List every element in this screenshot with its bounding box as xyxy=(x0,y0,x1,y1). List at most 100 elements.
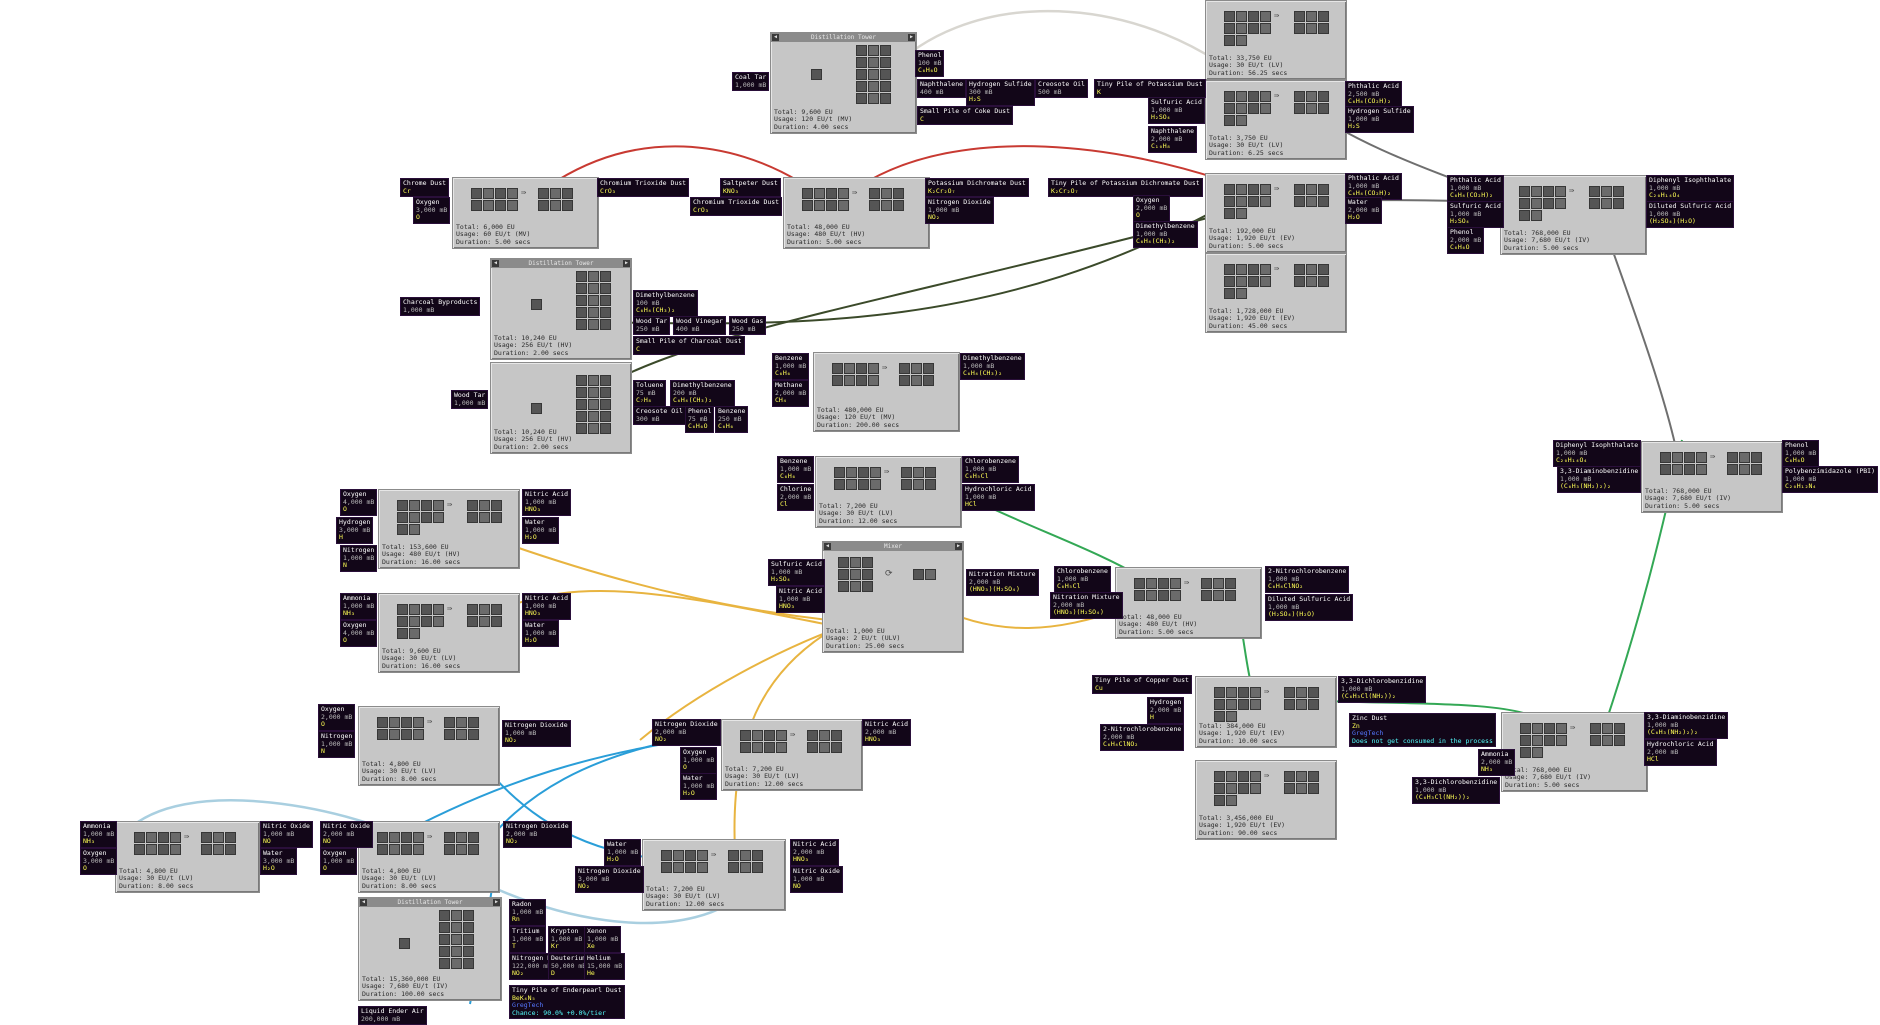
item-slot[interactable] xyxy=(463,922,474,933)
item-slot[interactable] xyxy=(433,512,444,523)
item-slot[interactable] xyxy=(471,200,482,211)
item-slot[interactable] xyxy=(1224,35,1235,46)
item-slot[interactable] xyxy=(576,319,587,330)
item-slot[interactable] xyxy=(468,844,479,855)
item-slot[interactable] xyxy=(868,375,879,386)
item-slot[interactable] xyxy=(1260,103,1271,114)
item-slot[interactable] xyxy=(870,467,881,478)
item-slot[interactable] xyxy=(467,604,478,615)
item-slot[interactable] xyxy=(471,188,482,199)
item-slot[interactable] xyxy=(507,200,518,211)
item-slot[interactable] xyxy=(146,832,157,843)
item-slot[interactable] xyxy=(1739,464,1750,475)
item-slot[interactable] xyxy=(588,399,599,410)
item-slot[interactable] xyxy=(600,387,611,398)
item-slot[interactable] xyxy=(433,604,444,615)
item-slot[interactable] xyxy=(413,832,424,843)
item-slot[interactable] xyxy=(1226,711,1237,722)
item-slot[interactable] xyxy=(1519,198,1530,209)
item-slot[interactable] xyxy=(1250,783,1261,794)
item-slot[interactable] xyxy=(1250,687,1261,698)
item-slot[interactable] xyxy=(409,616,420,627)
item-slot[interactable] xyxy=(467,500,478,511)
item-slot[interactable] xyxy=(1672,452,1683,463)
next-page-icon[interactable]: ▶ xyxy=(493,899,500,906)
item-slot[interactable] xyxy=(685,862,696,873)
item-slot[interactable] xyxy=(1236,184,1247,195)
item-slot[interactable] xyxy=(1308,771,1319,782)
item-slot[interactable] xyxy=(1614,735,1625,746)
item-slot[interactable] xyxy=(1684,464,1695,475)
item-slot[interactable] xyxy=(1544,735,1555,746)
item-slot[interactable] xyxy=(397,524,408,535)
item-slot[interactable] xyxy=(673,862,684,873)
item-slot[interactable] xyxy=(600,307,611,318)
item-slot[interactable] xyxy=(752,742,763,753)
item-slot[interactable] xyxy=(401,717,412,728)
item-slot[interactable] xyxy=(868,81,879,92)
item-slot[interactable] xyxy=(814,188,825,199)
item-slot[interactable] xyxy=(600,411,611,422)
item-slot[interactable] xyxy=(483,188,494,199)
item-slot[interactable] xyxy=(728,862,739,873)
item-slot[interactable] xyxy=(834,479,845,490)
item-slot[interactable] xyxy=(1214,771,1225,782)
item-slot[interactable] xyxy=(819,742,830,753)
item-slot[interactable] xyxy=(456,844,467,855)
item-slot[interactable] xyxy=(1519,210,1530,221)
next-page-icon[interactable]: ▶ xyxy=(908,34,915,41)
item-slot[interactable] xyxy=(923,363,934,374)
item-slot[interactable] xyxy=(1727,452,1738,463)
item-slot[interactable] xyxy=(868,45,879,56)
item-slot[interactable] xyxy=(856,45,867,56)
item-slot[interactable] xyxy=(134,832,145,843)
item-slot[interactable] xyxy=(397,628,408,639)
item-slot[interactable] xyxy=(170,832,181,843)
item-slot[interactable] xyxy=(1224,103,1235,114)
item-slot[interactable] xyxy=(588,295,599,306)
item-slot[interactable] xyxy=(1226,687,1237,698)
item-slot[interactable] xyxy=(740,742,751,753)
item-slot[interactable] xyxy=(479,616,490,627)
item-slot[interactable] xyxy=(1213,578,1224,589)
item-slot[interactable] xyxy=(1201,578,1212,589)
item-slot[interactable] xyxy=(588,411,599,422)
item-slot[interactable] xyxy=(925,467,936,478)
item-slot[interactable] xyxy=(661,862,672,873)
item-slot[interactable] xyxy=(1226,795,1237,806)
item-slot[interactable] xyxy=(697,850,708,861)
item-slot[interactable] xyxy=(439,946,450,957)
item-slot[interactable] xyxy=(389,844,400,855)
item-slot[interactable] xyxy=(1318,276,1329,287)
item-slot[interactable] xyxy=(479,500,490,511)
item-slot[interactable] xyxy=(531,299,542,310)
item-slot[interactable] xyxy=(1601,186,1612,197)
item-slot[interactable] xyxy=(1696,464,1707,475)
item-slot[interactable] xyxy=(844,375,855,386)
item-slot[interactable] xyxy=(868,363,879,374)
item-slot[interactable] xyxy=(1294,276,1305,287)
item-slot[interactable] xyxy=(600,399,611,410)
item-slot[interactable] xyxy=(588,387,599,398)
item-slot[interactable] xyxy=(1248,184,1259,195)
item-slot[interactable] xyxy=(1544,723,1555,734)
item-slot[interactable] xyxy=(451,910,462,921)
item-slot[interactable] xyxy=(1224,91,1235,102)
item-slot[interactable] xyxy=(1308,783,1319,794)
item-slot[interactable] xyxy=(1224,264,1235,275)
item-slot[interactable] xyxy=(456,832,467,843)
item-slot[interactable] xyxy=(870,479,881,490)
item-slot[interactable] xyxy=(899,363,910,374)
item-slot[interactable] xyxy=(201,844,212,855)
item-slot[interactable] xyxy=(1306,91,1317,102)
item-slot[interactable] xyxy=(1238,687,1249,698)
item-slot[interactable] xyxy=(893,188,904,199)
item-slot[interactable] xyxy=(389,832,400,843)
item-slot[interactable] xyxy=(1284,783,1295,794)
item-slot[interactable] xyxy=(1294,264,1305,275)
